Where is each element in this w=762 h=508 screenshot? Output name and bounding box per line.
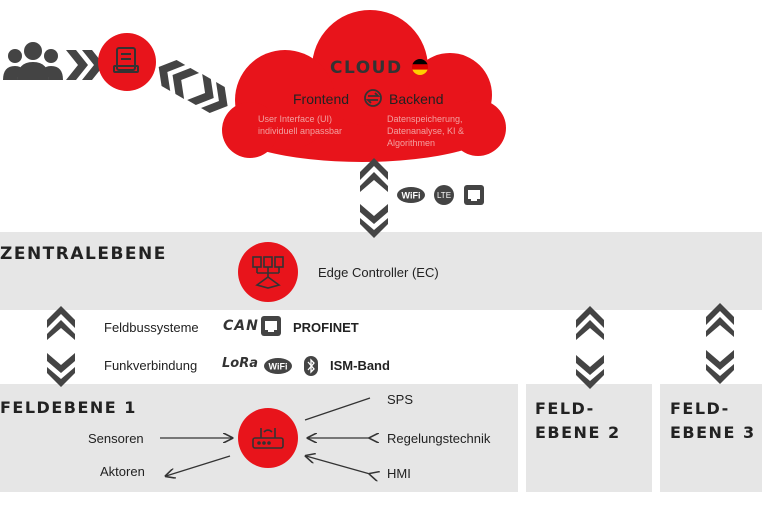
double-chevron-up-icon: [360, 158, 388, 192]
input-sensors: Sensoren: [88, 431, 144, 446]
device-icon: [113, 47, 139, 73]
double-chevron-up-left-icon: [158, 60, 200, 99]
wifi-icon: WiFi: [264, 358, 292, 374]
field-level-2-title-line1: FELD-: [535, 399, 595, 418]
double-chevron-down-icon: [576, 355, 604, 389]
backend-label: Backend: [389, 91, 444, 107]
central-level-title: ZENTRALEBENE: [0, 244, 167, 264]
output-hmi: HMI: [387, 466, 411, 481]
central-level-band: [0, 232, 762, 310]
double-chevron-up-icon: [706, 303, 734, 337]
double-chevron-down-icon: [360, 204, 388, 238]
lora-logo: LoRa: [222, 356, 258, 371]
router-icon: [252, 428, 284, 449]
fieldbus-label: Feldbussysteme: [104, 320, 199, 335]
edge-controller-icon: [252, 256, 284, 289]
double-chevron-down-right-icon: [187, 74, 228, 113]
field-level-2-band: [526, 384, 652, 492]
field-level-2-title-line2: EBENE 2: [535, 423, 621, 442]
double-chevron-down-icon: [706, 350, 734, 384]
backend-description: Datenspeicherung, Datenanalyse, KI & Alg…: [387, 114, 465, 148]
field-level-1-title: FELDEBENE 1: [0, 398, 137, 417]
germany-flag-icon: [412, 59, 428, 75]
ism-band-label: ISM-Band: [330, 358, 390, 373]
double-chevron-up-icon: [576, 306, 604, 340]
svg-text:WiFi: WiFi: [402, 191, 421, 201]
field-level-3-title-line2: EBENE 3: [670, 423, 756, 442]
wifi-icon: WiFi: [397, 187, 425, 203]
svg-text:LTE: LTE: [437, 191, 451, 200]
frontend-description: User Interface (UI) individuell anpassba…: [258, 114, 343, 136]
profinet-label: PROFINET: [293, 320, 359, 335]
output-control: Regelungstechnik: [387, 431, 491, 446]
users-icon: [3, 42, 63, 80]
input-actuators: Aktoren: [100, 464, 145, 479]
lte-icon: LTE: [434, 185, 454, 205]
field-level-3-band: [660, 384, 762, 492]
field-level-3-title-line1: FELD-: [670, 399, 730, 418]
double-chevron-up-icon: [47, 306, 75, 340]
radio-label: Funkverbindung: [104, 358, 198, 373]
sync-icon: [364, 89, 382, 107]
bluetooth-icon: [304, 356, 318, 376]
double-chevron-down-icon: [47, 353, 75, 387]
output-plc: SPS: [387, 392, 414, 407]
ethernet-icon: [261, 316, 281, 336]
cloud-title: CLOUD: [330, 58, 403, 78]
svg-text:WiFi: WiFi: [269, 362, 288, 372]
frontend-label: Frontend: [293, 91, 350, 107]
ethernet-icon: [464, 185, 484, 205]
device-node: [98, 33, 156, 91]
edge-controller-label: Edge Controller (EC): [318, 265, 439, 280]
can-logo: CAN: [223, 318, 259, 334]
